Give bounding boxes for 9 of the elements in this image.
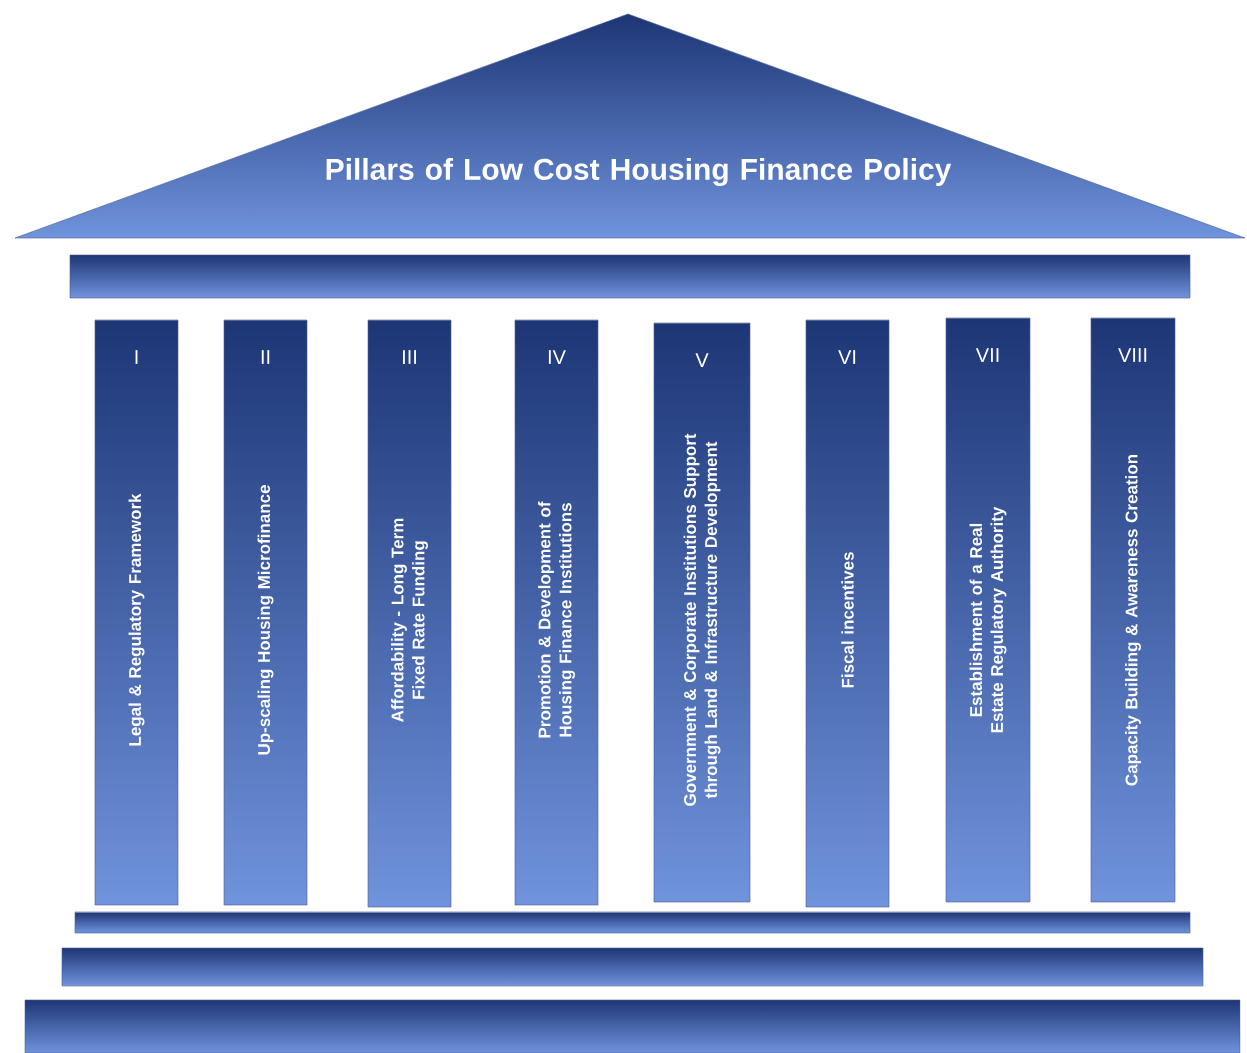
pillar-box: V Government & Corporate Institutions Support through Land & Infrastructure Development (653, 322, 751, 903)
pillar-box: IV Promotion & Development of Housing Finance Institutions (514, 319, 599, 906)
pillar-box: VII Establishment of a Real Estate Regulatory Authority (945, 317, 1031, 903)
pillar-box: III Affordability - Long Term Fixed Rate Funding (367, 319, 452, 908)
pillar-box: I Legal & Regulatory Framework (94, 319, 179, 906)
pillar-box: II Up-scaling Housing Microfinance (223, 319, 308, 906)
roof-triangle: Pillars of Low Cost Housing Finance Policy (14, 13, 1246, 239)
pillar-box: VIII Capacity Building & Awareness Creation (1090, 317, 1176, 903)
pillar-box: VI Fiscal incentives (805, 319, 890, 908)
